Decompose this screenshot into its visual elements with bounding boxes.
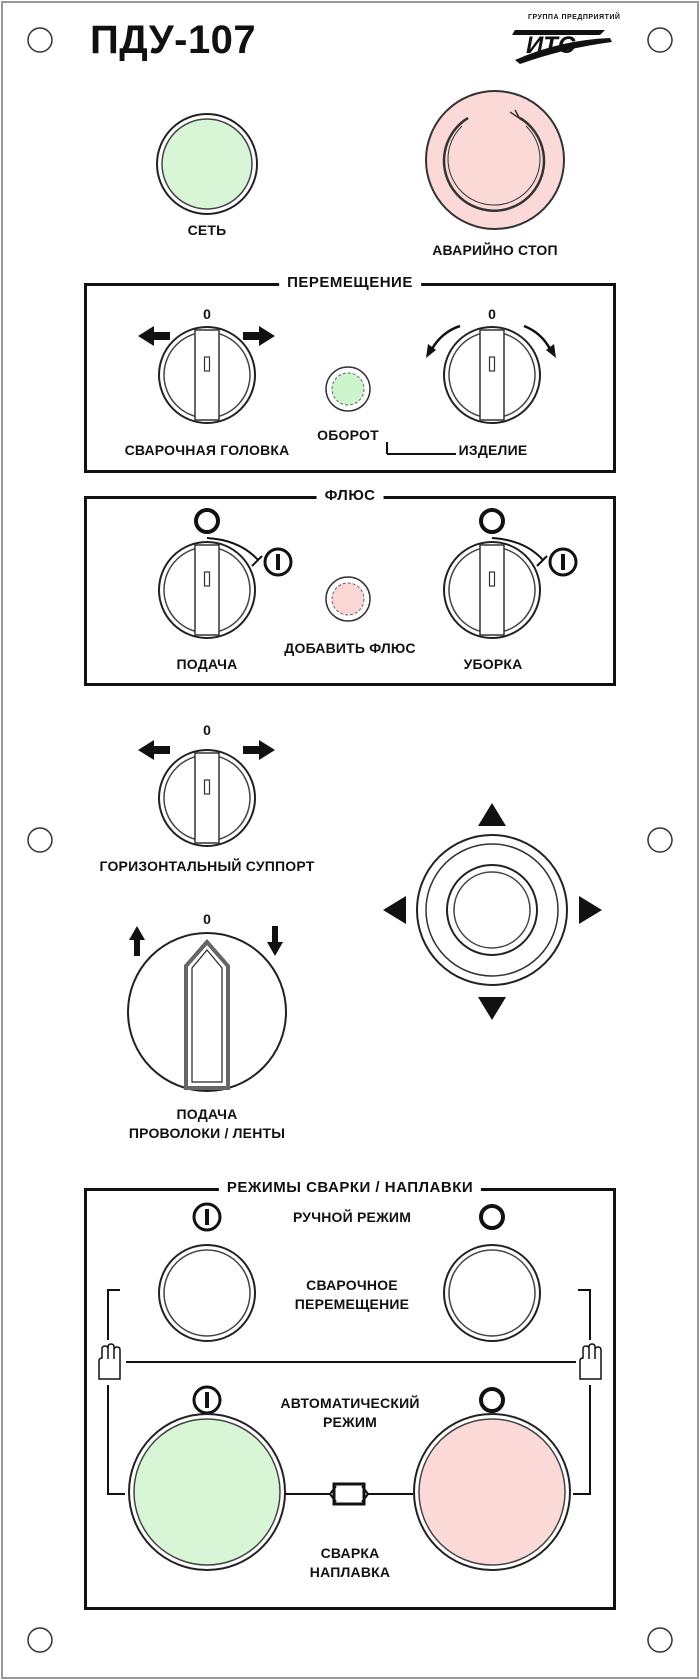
arrow-right-icon	[579, 896, 602, 924]
logo-icon	[512, 30, 612, 64]
start-button[interactable]	[129, 1414, 285, 1570]
wire-label-line2: ПРОВОЛОКИ / ЛЕНТЫ	[128, 1125, 286, 1141]
head-selector[interactable]	[159, 327, 255, 423]
emergency-stop-label: АВАРИЙНО СТОП	[432, 242, 558, 258]
arrow-right-icon	[243, 326, 275, 346]
arrow-down-icon	[267, 926, 283, 956]
modes-title: РЕЖИМЫ СВАРКИ / НАПЛАВКИ	[218, 1179, 482, 1196]
support-label: ГОРИЗОНТАЛЬНЫЙ СУППОРТ	[99, 858, 315, 874]
manual-mode-label: РУЧНОЙ РЕЖИМ	[292, 1209, 412, 1225]
flux-cleanup-label: УБОРКА	[463, 656, 523, 672]
part-label: ИЗДЕЛИЕ	[458, 442, 528, 458]
head-zero-mark: 0	[203, 306, 211, 322]
flux-cleanup-selector[interactable]	[444, 542, 540, 638]
auto-mode-label-line2: РЕЖИМ	[322, 1414, 378, 1430]
weld-move-label-line1: СВАРОЧНОЕ	[306, 1277, 398, 1293]
arrow-left-icon	[138, 326, 170, 346]
wire-zero-mark: 0	[203, 911, 211, 927]
arrow-left-icon	[383, 896, 406, 924]
arrow-down-icon	[478, 997, 506, 1020]
mounting-hole-icon	[647, 27, 673, 53]
rotation-label: ОБОРОТ	[317, 427, 379, 443]
emergency-stop-button[interactable]	[426, 91, 564, 229]
joystick[interactable]	[417, 835, 567, 985]
weld-move-label-line2: ПЕРЕМЕЩЕНИЕ	[294, 1296, 410, 1312]
wire-label-line1: ПОДАЧА	[176, 1106, 238, 1122]
weld-label-line2: НАПЛАВКА	[309, 1564, 391, 1580]
support-selector[interactable]	[159, 750, 255, 846]
weld-label-line1: СВАРКА	[320, 1545, 380, 1561]
mounting-hole-icon	[647, 827, 673, 853]
network-lamp-graphic	[156, 113, 258, 215]
part-zero-mark: 0	[488, 306, 496, 322]
mounting-hole-icon	[27, 827, 53, 853]
flux-feed-selector[interactable]	[159, 542, 255, 638]
mounting-hole-icon	[27, 27, 53, 53]
head-label: СВАРОЧНАЯ ГОЛОВКА	[124, 442, 290, 458]
rotate-ccw-icon	[426, 344, 436, 358]
auto-mode-label-line1: АВТОМАТИЧЕСКИЙ	[280, 1395, 420, 1411]
mounting-holes	[27, 27, 673, 1653]
flux-title: ФЛЮС	[316, 487, 384, 504]
weld-move-left-button[interactable]	[159, 1245, 255, 1341]
support-zero-mark: 0	[203, 722, 211, 738]
logo-small-text: ГРУППА ПРЕДПРИЯТИЙ	[528, 14, 621, 21]
joystick-graphic	[383, 803, 602, 1020]
movement-title: ПЕРЕМЕЩЕНИЕ	[279, 274, 421, 291]
arrow-up-icon	[129, 926, 145, 956]
add-flux-label: ДОБАВИТЬ ФЛЮС	[284, 640, 416, 656]
stop-button[interactable]	[414, 1414, 570, 1570]
rotate-cw-icon	[546, 344, 556, 358]
flux-feed-label: ПОДАЧА	[176, 656, 238, 672]
network-lamp[interactable]	[157, 114, 257, 214]
logo-brand: ИТС	[526, 32, 576, 59]
interlock-icon	[332, 1482, 366, 1506]
wire-feed-knob[interactable]	[128, 933, 286, 1091]
add-flux-button[interactable]	[326, 577, 370, 621]
mounting-hole-icon	[27, 1627, 53, 1653]
wire-feed-knob-graphic	[127, 932, 287, 1092]
weld-move-right-button[interactable]	[444, 1245, 540, 1341]
network-label: СЕТЬ	[187, 222, 227, 238]
rotation-indicator	[326, 367, 370, 411]
panel-title: ПДУ-107	[90, 18, 257, 62]
part-selector[interactable]	[444, 327, 540, 423]
emergency-stop-graphic	[425, 90, 565, 230]
mounting-hole-icon	[647, 1627, 673, 1653]
arrow-up-icon	[478, 803, 506, 826]
